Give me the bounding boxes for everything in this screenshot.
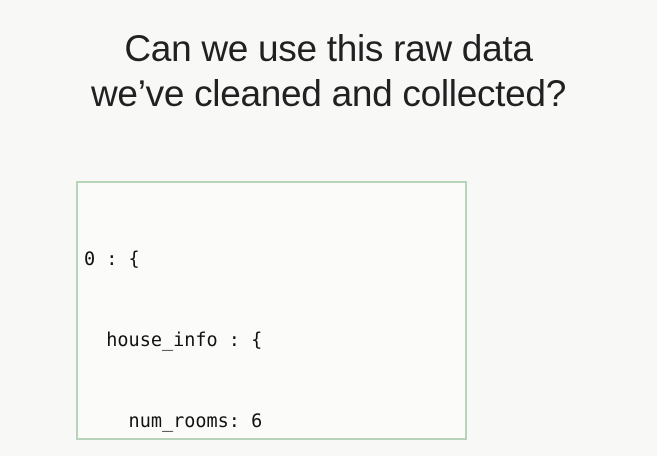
title-line-1: Can we use this raw data xyxy=(124,28,533,69)
page-title: Can we use this raw data we’ve cleaned a… xyxy=(0,26,657,116)
code-line: house_info : { xyxy=(84,330,263,351)
title-line-2: we’ve cleaned and collected? xyxy=(91,73,566,114)
code-line: num_rooms: 6 xyxy=(84,411,263,432)
code-line: 0 : { xyxy=(84,249,140,270)
code-block-lines: 0 : { house_info : { num_rooms: 6 num_be… xyxy=(84,192,465,438)
code-block: 0 : { house_info : { num_rooms: 6 num_be… xyxy=(76,181,467,440)
